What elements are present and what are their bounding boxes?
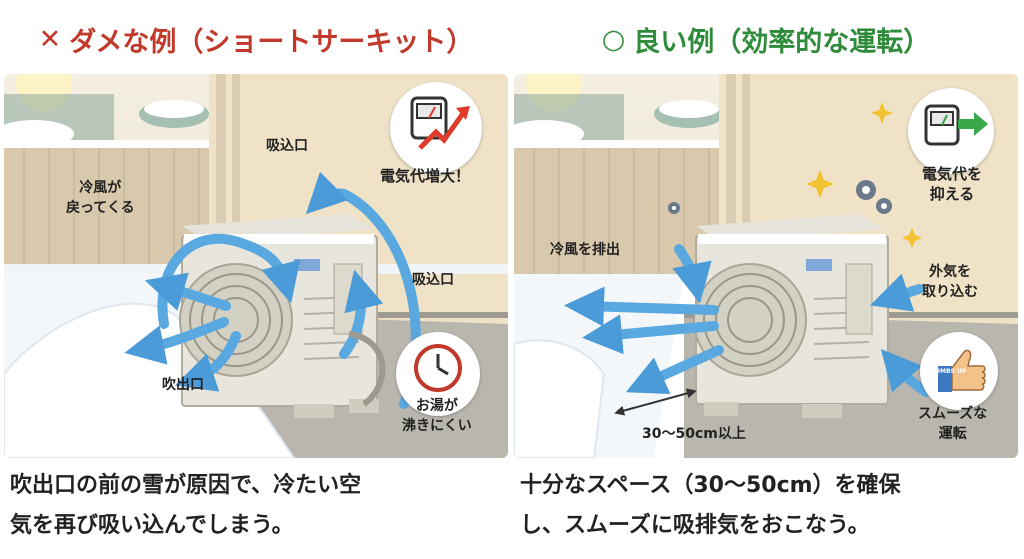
meter-saving-icon: [924, 104, 988, 146]
intake-label-top: 吸込口: [266, 138, 308, 154]
gear-icon: [668, 180, 892, 214]
bad-example-caption: 吹出口の前の雪が原因で、冷たい空 気を再び吸い込んでしまう。: [10, 473, 362, 538]
sparkle-icon: [806, 102, 922, 248]
hot-water-bubble: [396, 332, 480, 416]
cross-icon: ✕: [38, 23, 62, 55]
smooth-operation-label: スムーズな 運転: [918, 406, 988, 442]
good-example-heading: ○ 良い例（効率的な運転）: [514, 8, 1018, 70]
outlet-label: 吹出口: [162, 377, 204, 393]
good-example-title: 良い例（効率的な運転）: [633, 26, 931, 58]
fresh-air-intake-label: 外気を 取り込む: [922, 264, 978, 300]
good-example-illustration: 冷風を排出 電気代を 抑える 外気を 取り込む THUMBS UP: [514, 74, 1018, 458]
bad-example-panel: ✕ ダメな例（ショートサーキット）: [4, 0, 508, 559]
clock-icon: [414, 344, 462, 392]
outdoor-unit: [693, 214, 889, 418]
power-cost-label: 電気代増大！: [380, 167, 471, 185]
circle-icon: ○: [601, 23, 626, 55]
good-example-panel: ○ 良い例（効率的な運転）: [514, 0, 1018, 559]
intake-arrows: [870, 273, 931, 397]
intake-label-right: 吸込口: [412, 272, 454, 288]
thumbs-up-text: THUMBS UP: [926, 368, 967, 375]
hot-water-label: お湯が 沸きにくい: [402, 398, 472, 434]
bad-example-heading: ✕ ダメな例（ショートサーキット）: [4, 8, 508, 70]
distance-label: 30〜50cm以上: [642, 426, 746, 442]
power-cost-bubble: [390, 82, 482, 174]
good-example-caption: 十分なスペース（30〜50cm）を確保 し、スムーズに吸排気をおこなう。: [520, 473, 901, 538]
distance-dimension: [614, 388, 697, 416]
exhaust-arrows: [564, 244, 724, 394]
bad-example-illustration: 吸込口 冷風が 戻ってくる 吸込口 吹出口 電気代増大！ お湯が: [4, 74, 508, 458]
exhaust-label: 冷風を排出: [550, 242, 620, 258]
bad-example-title: ダメな例（ショートサーキット）: [69, 26, 474, 58]
cold-air-return-label: 冷風が 戻ってくる: [66, 180, 135, 216]
power-save-label: 電気代を 抑える: [922, 165, 983, 203]
outdoor-unit: [179, 214, 379, 418]
smooth-operation-bubble: THUMBS UP: [920, 332, 998, 410]
thumbs-up-icon: [938, 349, 986, 392]
power-save-bubble: [908, 88, 994, 174]
meter-rising-icon: [410, 96, 470, 150]
